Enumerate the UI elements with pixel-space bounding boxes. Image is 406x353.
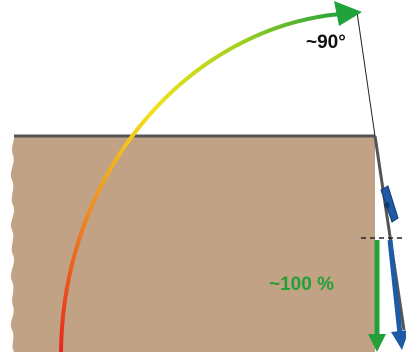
angle-label: ~90°	[306, 32, 346, 53]
percent-label: ~100 %	[269, 274, 334, 295]
arrow-head-icon	[334, 1, 362, 26]
blade-tool-icon	[381, 186, 398, 222]
bend-reference-line	[357, 12, 375, 136]
material-block	[11, 136, 375, 352]
arrow-down-icon	[390, 240, 406, 350]
